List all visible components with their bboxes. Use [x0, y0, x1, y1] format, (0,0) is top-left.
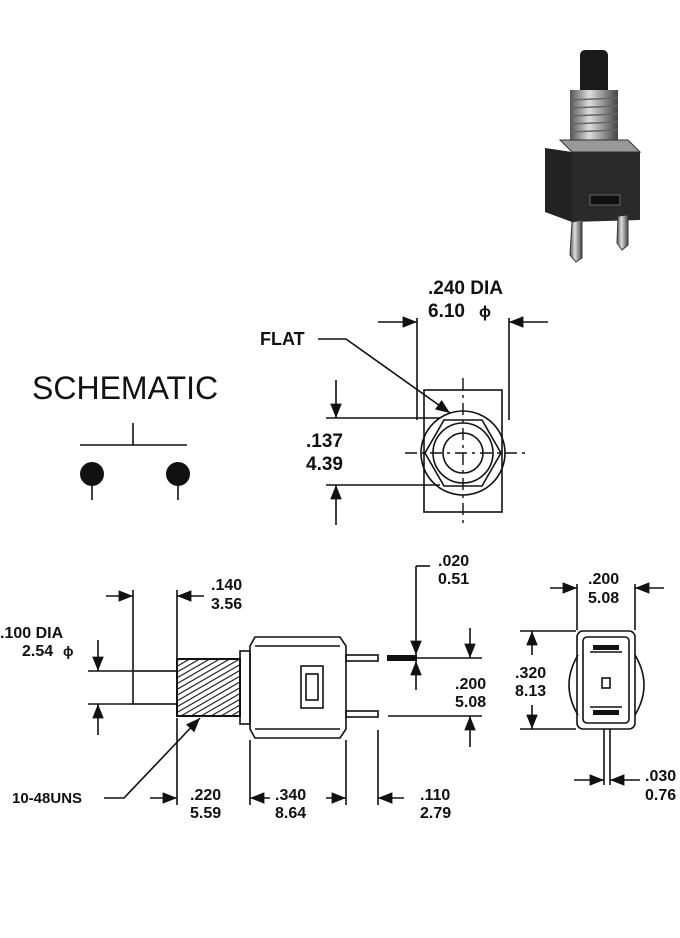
- side-body-len-mm: 8.64: [275, 805, 306, 822]
- end-width-mm: 5.08: [588, 590, 619, 607]
- side-bushing-dia-inch: .100 DIA: [0, 625, 64, 642]
- front-dia-symbol: ϕ: [479, 304, 491, 321]
- side-terminal-spacing-mm: 5.08: [455, 694, 486, 711]
- side-terminal-bottom: [345, 710, 379, 718]
- side-bushing-len-inch: .220: [190, 787, 221, 804]
- schematic: SCHEMATIC: [32, 370, 218, 500]
- end-view: .200 5.08 .320 8.13 .030 0.76: [515, 571, 676, 804]
- side-body: [249, 636, 347, 739]
- side-plunger-len-mm: 3.56: [211, 596, 242, 613]
- front-flat-label: FLAT: [260, 329, 305, 349]
- side-plunger-len-inch: .140: [211, 577, 242, 594]
- side-terminal-thick-inch: .020: [438, 553, 469, 570]
- front-height-mm: 4.39: [306, 454, 343, 475]
- side-terminal-spacing-inch: .200: [455, 676, 486, 693]
- end-width-inch: .200: [588, 571, 619, 588]
- side-view: .100 DIA 2.54 ϕ .140 3.56 10-48UNS .220 …: [0, 553, 486, 822]
- schematic-contact-left: [80, 462, 104, 486]
- side-terminal-len-inch: .110: [420, 787, 450, 804]
- end-terminal-top: [593, 645, 619, 650]
- front-view: .240 DIA 6.10 ϕ FLAT .137 4.39: [260, 278, 548, 525]
- end-terminal-width-inch: .030: [645, 768, 676, 785]
- side-thread-label: 10-48UNS: [12, 790, 82, 807]
- schematic-title: SCHEMATIC: [32, 370, 218, 406]
- end-body-outline: [576, 630, 636, 730]
- side-terminal-top: [345, 654, 379, 662]
- schematic-contact-right: [166, 462, 190, 486]
- side-threaded-bushing: [176, 658, 241, 717]
- side-terminal-thick-mm: 0.51: [438, 571, 469, 588]
- front-dia-inch: .240 DIA: [428, 278, 503, 299]
- front-dia-mm: 6.10: [428, 301, 465, 322]
- side-terminal-len-mm: 2.79: [420, 805, 451, 822]
- side-bushing-dia-symbol: ϕ: [63, 643, 74, 659]
- end-terminal-width-mm: 0.76: [645, 787, 676, 804]
- switch-product-photo: [545, 50, 642, 263]
- side-bushing-len-mm: 5.59: [190, 805, 221, 822]
- side-plunger: [132, 670, 178, 705]
- end-terminal-bottom: [593, 710, 619, 715]
- end-height-mm: 8.13: [515, 683, 546, 700]
- front-height-inch: .137: [306, 431, 343, 452]
- end-height-inch: .320: [515, 665, 546, 682]
- side-bushing-dia-mm: 2.54: [22, 643, 53, 660]
- side-body-len-inch: .340: [275, 787, 306, 804]
